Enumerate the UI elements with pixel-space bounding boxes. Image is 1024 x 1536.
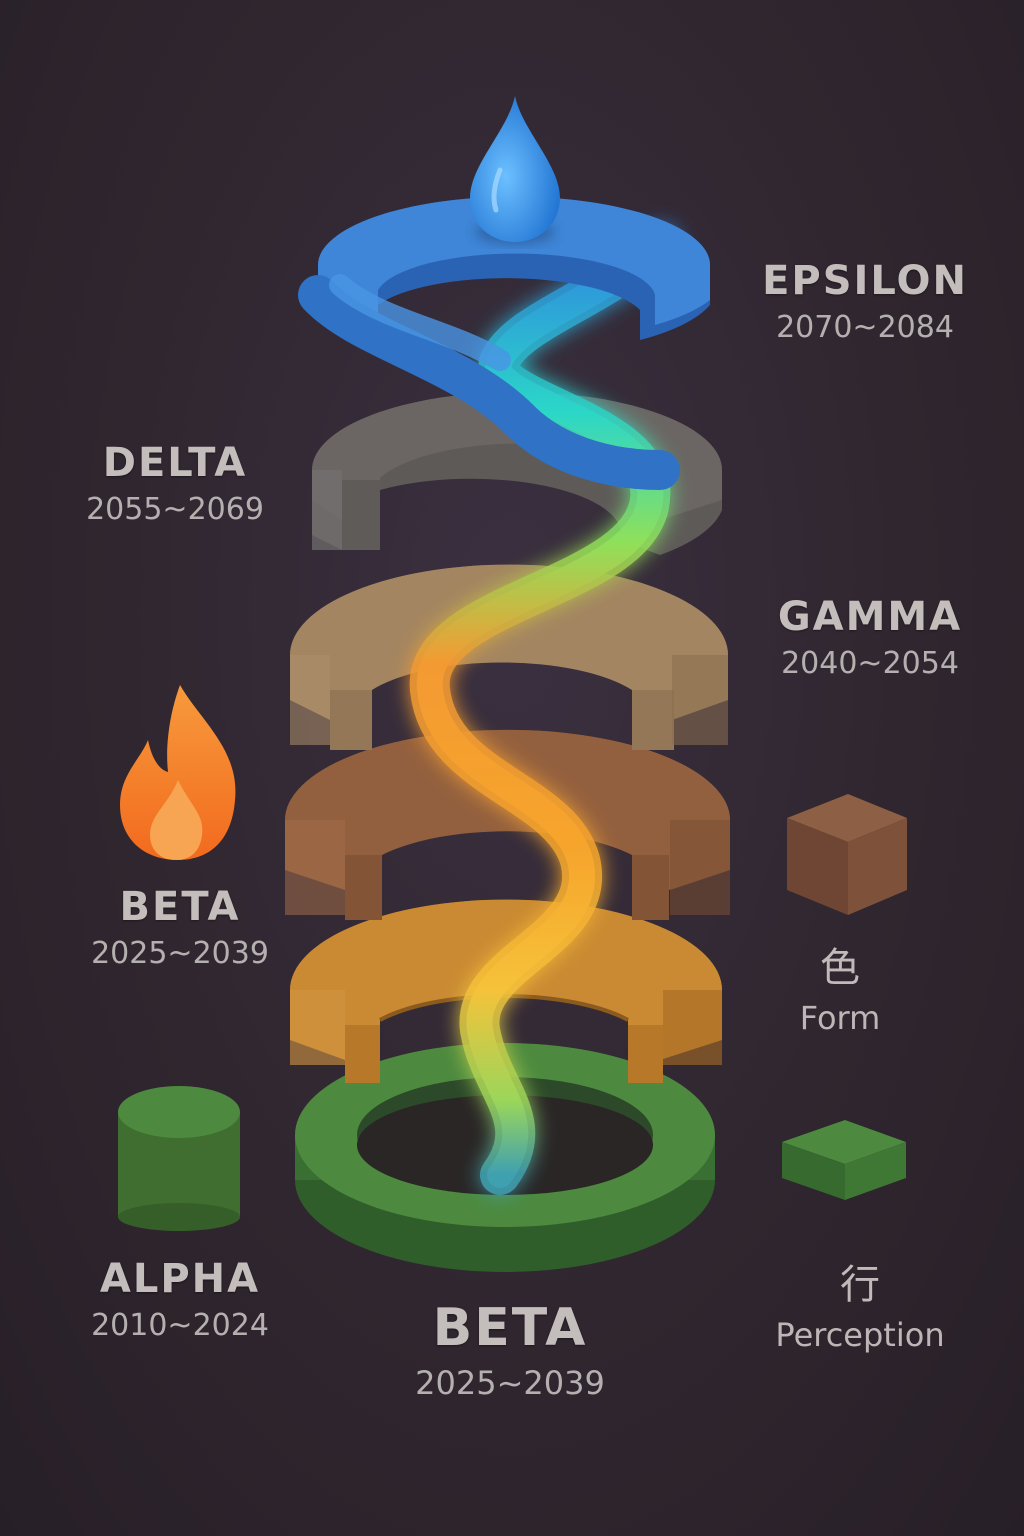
delta-name: DELTA <box>102 440 248 486</box>
flame-icon <box>120 685 236 860</box>
perception-word: Perception <box>775 1316 945 1354</box>
perception-caption: 行 Perception <box>760 1252 960 1354</box>
form-word: Form <box>799 999 881 1037</box>
form-glyph: 色 <box>820 945 860 991</box>
gamma-ring <box>290 564 728 750</box>
form-caption: 色 Form <box>760 935 920 1037</box>
brown-cube-icon <box>787 794 907 915</box>
epsilon-years: 2070~2084 <box>776 310 954 345</box>
epsilon-ring <box>298 196 710 490</box>
epsilon-name: EPSILON <box>762 258 968 304</box>
gamma-label: GAMMA 2040~2054 <box>770 594 970 681</box>
water-drop-icon <box>470 96 560 244</box>
green-cylinder-icon <box>118 1086 240 1231</box>
beta-left-label: BETA 2025~2039 <box>85 884 275 971</box>
delta-label: DELTA 2055~2069 <box>80 440 270 527</box>
alpha-name: ALPHA <box>99 1256 261 1302</box>
beta-bottom-name: BETA <box>432 1298 588 1358</box>
beta-bottom-years: 2025~2039 <box>415 1364 605 1402</box>
delta-years: 2055~2069 <box>86 492 264 527</box>
alpha-label: ALPHA 2010~2024 <box>85 1256 275 1343</box>
perception-glyph: 行 <box>840 1262 880 1308</box>
green-block-icon <box>782 1120 906 1200</box>
beta-left-years: 2025~2039 <box>91 936 269 971</box>
gamma-name: GAMMA <box>777 594 963 640</box>
gamma-years: 2040~2054 <box>781 646 959 681</box>
beta-left-name: BETA <box>119 884 241 930</box>
beta-ring-brown <box>285 729 730 920</box>
epsilon-label: EPSILON 2070~2084 <box>760 258 970 345</box>
beta-bottom-label: BETA 2025~2039 <box>400 1298 620 1402</box>
alpha-ring <box>295 1043 715 1272</box>
alpha-years: 2010~2024 <box>91 1308 269 1343</box>
